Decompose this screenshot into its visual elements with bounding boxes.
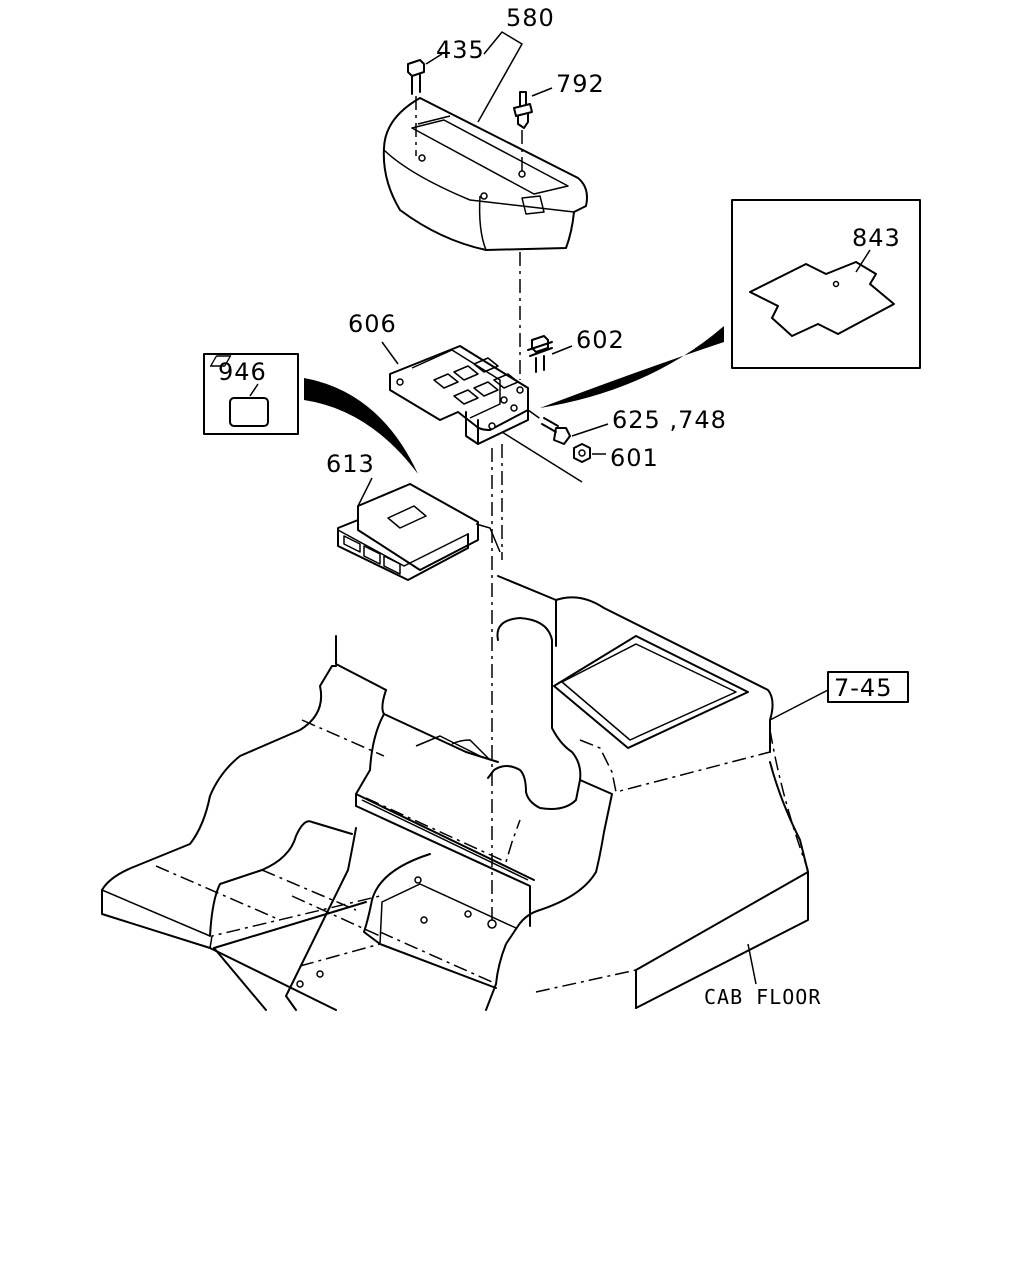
bolt-602	[527, 335, 573, 373]
callout-602: 602	[576, 326, 625, 354]
callout-435: 435	[436, 36, 485, 64]
detail-box-946	[203, 353, 299, 435]
callout-946: 946	[218, 358, 267, 386]
cab-floor	[101, 575, 829, 1011]
cab-floor-label: CAB FLOOR	[704, 985, 821, 1009]
leader-wedge-946	[304, 378, 418, 474]
reference-box-7-45	[827, 671, 909, 703]
nut-601	[501, 431, 606, 483]
leader-580	[477, 31, 523, 123]
callout-7-45[interactable]: 7-45	[834, 674, 892, 702]
leader-wedge-843	[540, 326, 724, 408]
callout-613: 613	[326, 450, 375, 478]
callout-606: 606	[348, 310, 397, 338]
bolt-435	[407, 53, 443, 156]
callout-580: 580	[506, 4, 555, 32]
callout-601: 601	[610, 444, 659, 472]
callout-843: 843	[852, 224, 901, 252]
callout-625-748: 625 ,748	[612, 406, 727, 434]
bolt-625-748	[527, 409, 609, 445]
callout-792: 792	[556, 70, 605, 98]
ecu-613	[337, 477, 501, 581]
detail-box-843	[731, 199, 921, 369]
cover-580	[382, 97, 588, 251]
clip-792	[513, 87, 553, 172]
